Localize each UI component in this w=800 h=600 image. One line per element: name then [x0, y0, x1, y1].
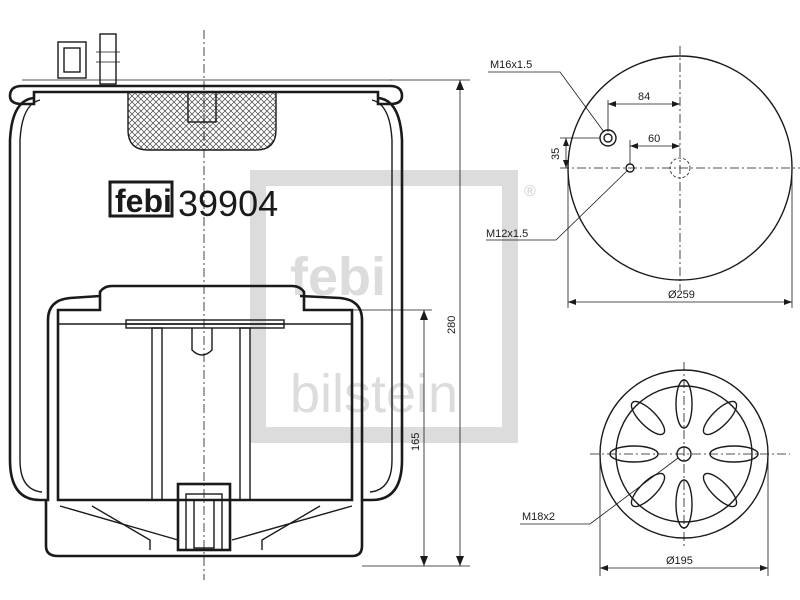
top-plate: [8, 84, 404, 106]
m18-leader: [520, 457, 679, 525]
dim-84-label: 84: [638, 91, 650, 103]
dim-60-label: 60: [648, 133, 660, 145]
registered-mark: ®: [524, 183, 536, 200]
center-thread-hole: [676, 446, 692, 462]
section-view: 280 165: [8, 30, 470, 580]
bottom-thread-label: M18x2: [522, 511, 555, 523]
part-number: 39904: [178, 183, 278, 224]
watermark: febi bilstein ®: [250, 170, 536, 443]
height-piston-label: 165: [410, 433, 422, 451]
height-total-label: 280: [446, 316, 458, 334]
m12-leader: [486, 169, 629, 241]
watermark-frame: [250, 170, 518, 443]
base-ribs: [609, 379, 759, 529]
top-thread-label: M16x1.5: [490, 59, 532, 71]
rubber-bumper: [127, 91, 277, 151]
piston-base: [44, 500, 364, 558]
watermark-brand: bilstein: [290, 364, 458, 424]
bottom-view: M18x2 Ø195: [520, 362, 790, 576]
dim-35-label: 35: [550, 148, 562, 160]
febi-logo-box: [108, 180, 174, 218]
m16-leader: [488, 71, 605, 133]
side-thread-label: M12x1.5: [486, 228, 528, 240]
air-connector: [57, 41, 87, 79]
stud-hole: [599, 129, 617, 147]
top-diameter-label: Ø259: [668, 289, 695, 301]
bottom-diameter-label: Ø195: [666, 555, 693, 567]
febi-logo: febi: [115, 183, 172, 219]
mounting-stud: [99, 33, 117, 85]
rubber-bellows: [8, 96, 101, 502]
piston-tube: [151, 327, 163, 501]
top-view: 84 60 35 M16x1.5 M12x1.5 Ø259: [486, 46, 800, 308]
piston: [56, 284, 354, 502]
brand-block: febi 39904: [108, 180, 278, 224]
